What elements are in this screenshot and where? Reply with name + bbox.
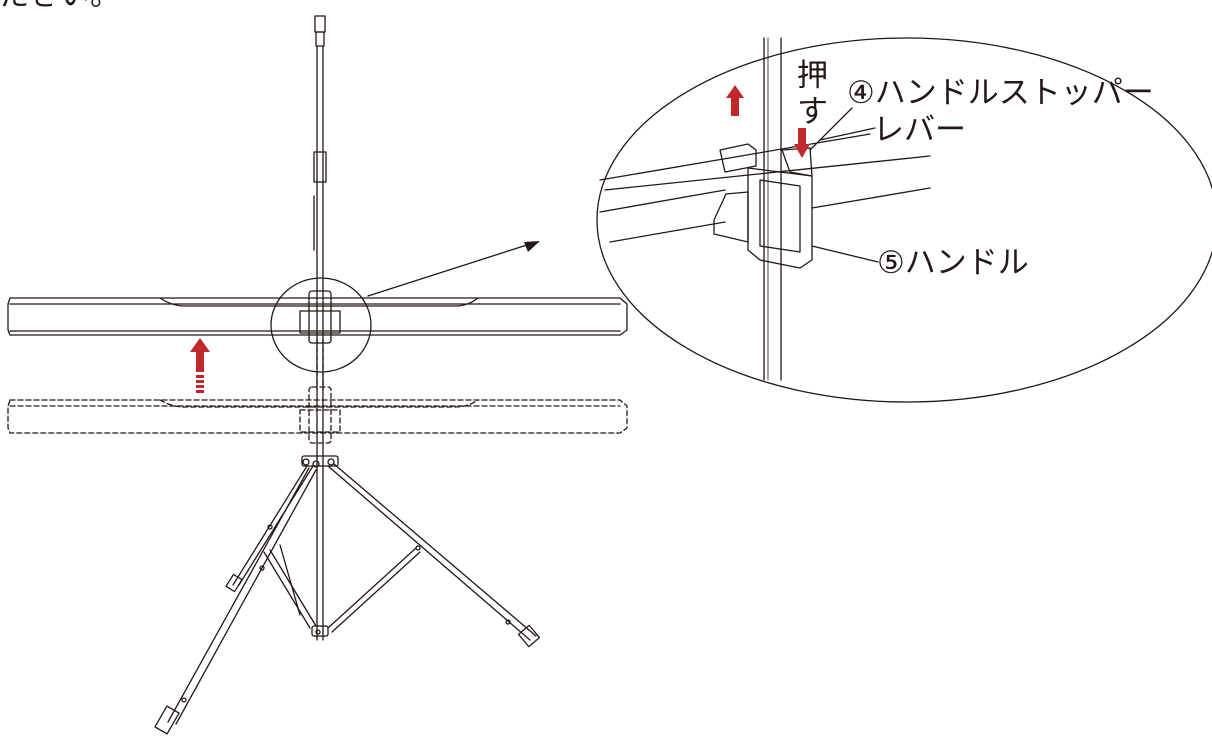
press-arrow-icon bbox=[794, 128, 810, 158]
tripod bbox=[154, 455, 541, 735]
push-label-char-1: 押 bbox=[797, 58, 828, 94]
lever-label: レバー bbox=[873, 112, 966, 148]
detail-view bbox=[599, 37, 931, 381]
handle-stopper-label: ④ハンドルストッパー bbox=[847, 75, 1154, 111]
header-partial-text: だきい。 bbox=[0, 0, 120, 14]
lift-arrow-icon bbox=[190, 338, 210, 393]
pointer-line bbox=[367, 243, 531, 297]
pointer-arrowhead bbox=[524, 241, 540, 252]
push-label-char-2: す bbox=[797, 94, 828, 130]
handle-label: ⑤ハンドル bbox=[877, 245, 1029, 281]
detail-circle bbox=[596, 37, 1212, 403]
center-pole bbox=[313, 15, 327, 641]
magnifier-circle bbox=[270, 277, 372, 373]
screen-case-raised bbox=[7, 290, 628, 344]
screen-case-lowered bbox=[7, 339, 628, 444]
up-arrow-icon bbox=[726, 85, 744, 116]
